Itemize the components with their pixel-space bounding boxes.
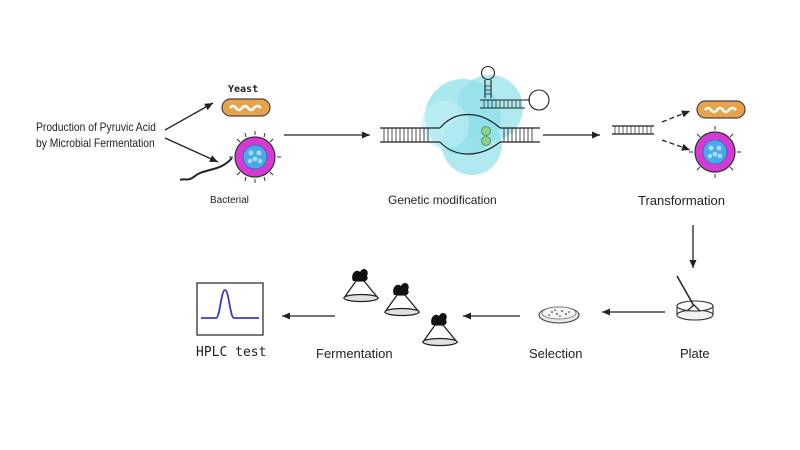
fermentation-flask-icon <box>342 269 380 303</box>
yeast-label: Yeast <box>228 84 259 95</box>
arrow-to-transformed-yeast <box>661 110 691 123</box>
bacteria-cell-icon <box>179 131 281 183</box>
dna-fragment-icon <box>612 125 654 135</box>
fermentation-flask-icon <box>421 313 459 347</box>
yeast-cell-icon <box>221 98 271 117</box>
hplc-test-label: HPLC test <box>196 345 267 360</box>
genetic-modification-label: Genetic modification <box>388 193 497 207</box>
arrow-to-bacteria <box>164 137 219 163</box>
transformed-yeast-icon <box>696 100 746 119</box>
title-line-2: by Microbial Fermentation <box>36 136 155 150</box>
arrow-to-yeast <box>164 102 214 131</box>
title-line-1: Production of Pyruvic Acid <box>36 120 156 134</box>
arrow-to-transformed-bacteria <box>661 139 691 151</box>
plate-spreader-icon <box>676 275 714 321</box>
transformation-label: Transformation <box>638 193 725 208</box>
bacterial-label: Bacterial <box>210 195 249 206</box>
crispr-complex-icon <box>380 65 550 175</box>
selection-label: Selection <box>529 346 583 361</box>
transformed-bacteria-icon <box>689 126 741 178</box>
petri-dish-icon <box>538 306 580 324</box>
fermentation-label: Fermentation <box>316 346 393 361</box>
fermentation-flask-icon <box>383 283 421 317</box>
hplc-chromatogram-icon <box>196 282 264 336</box>
plate-label: Plate <box>680 346 710 361</box>
